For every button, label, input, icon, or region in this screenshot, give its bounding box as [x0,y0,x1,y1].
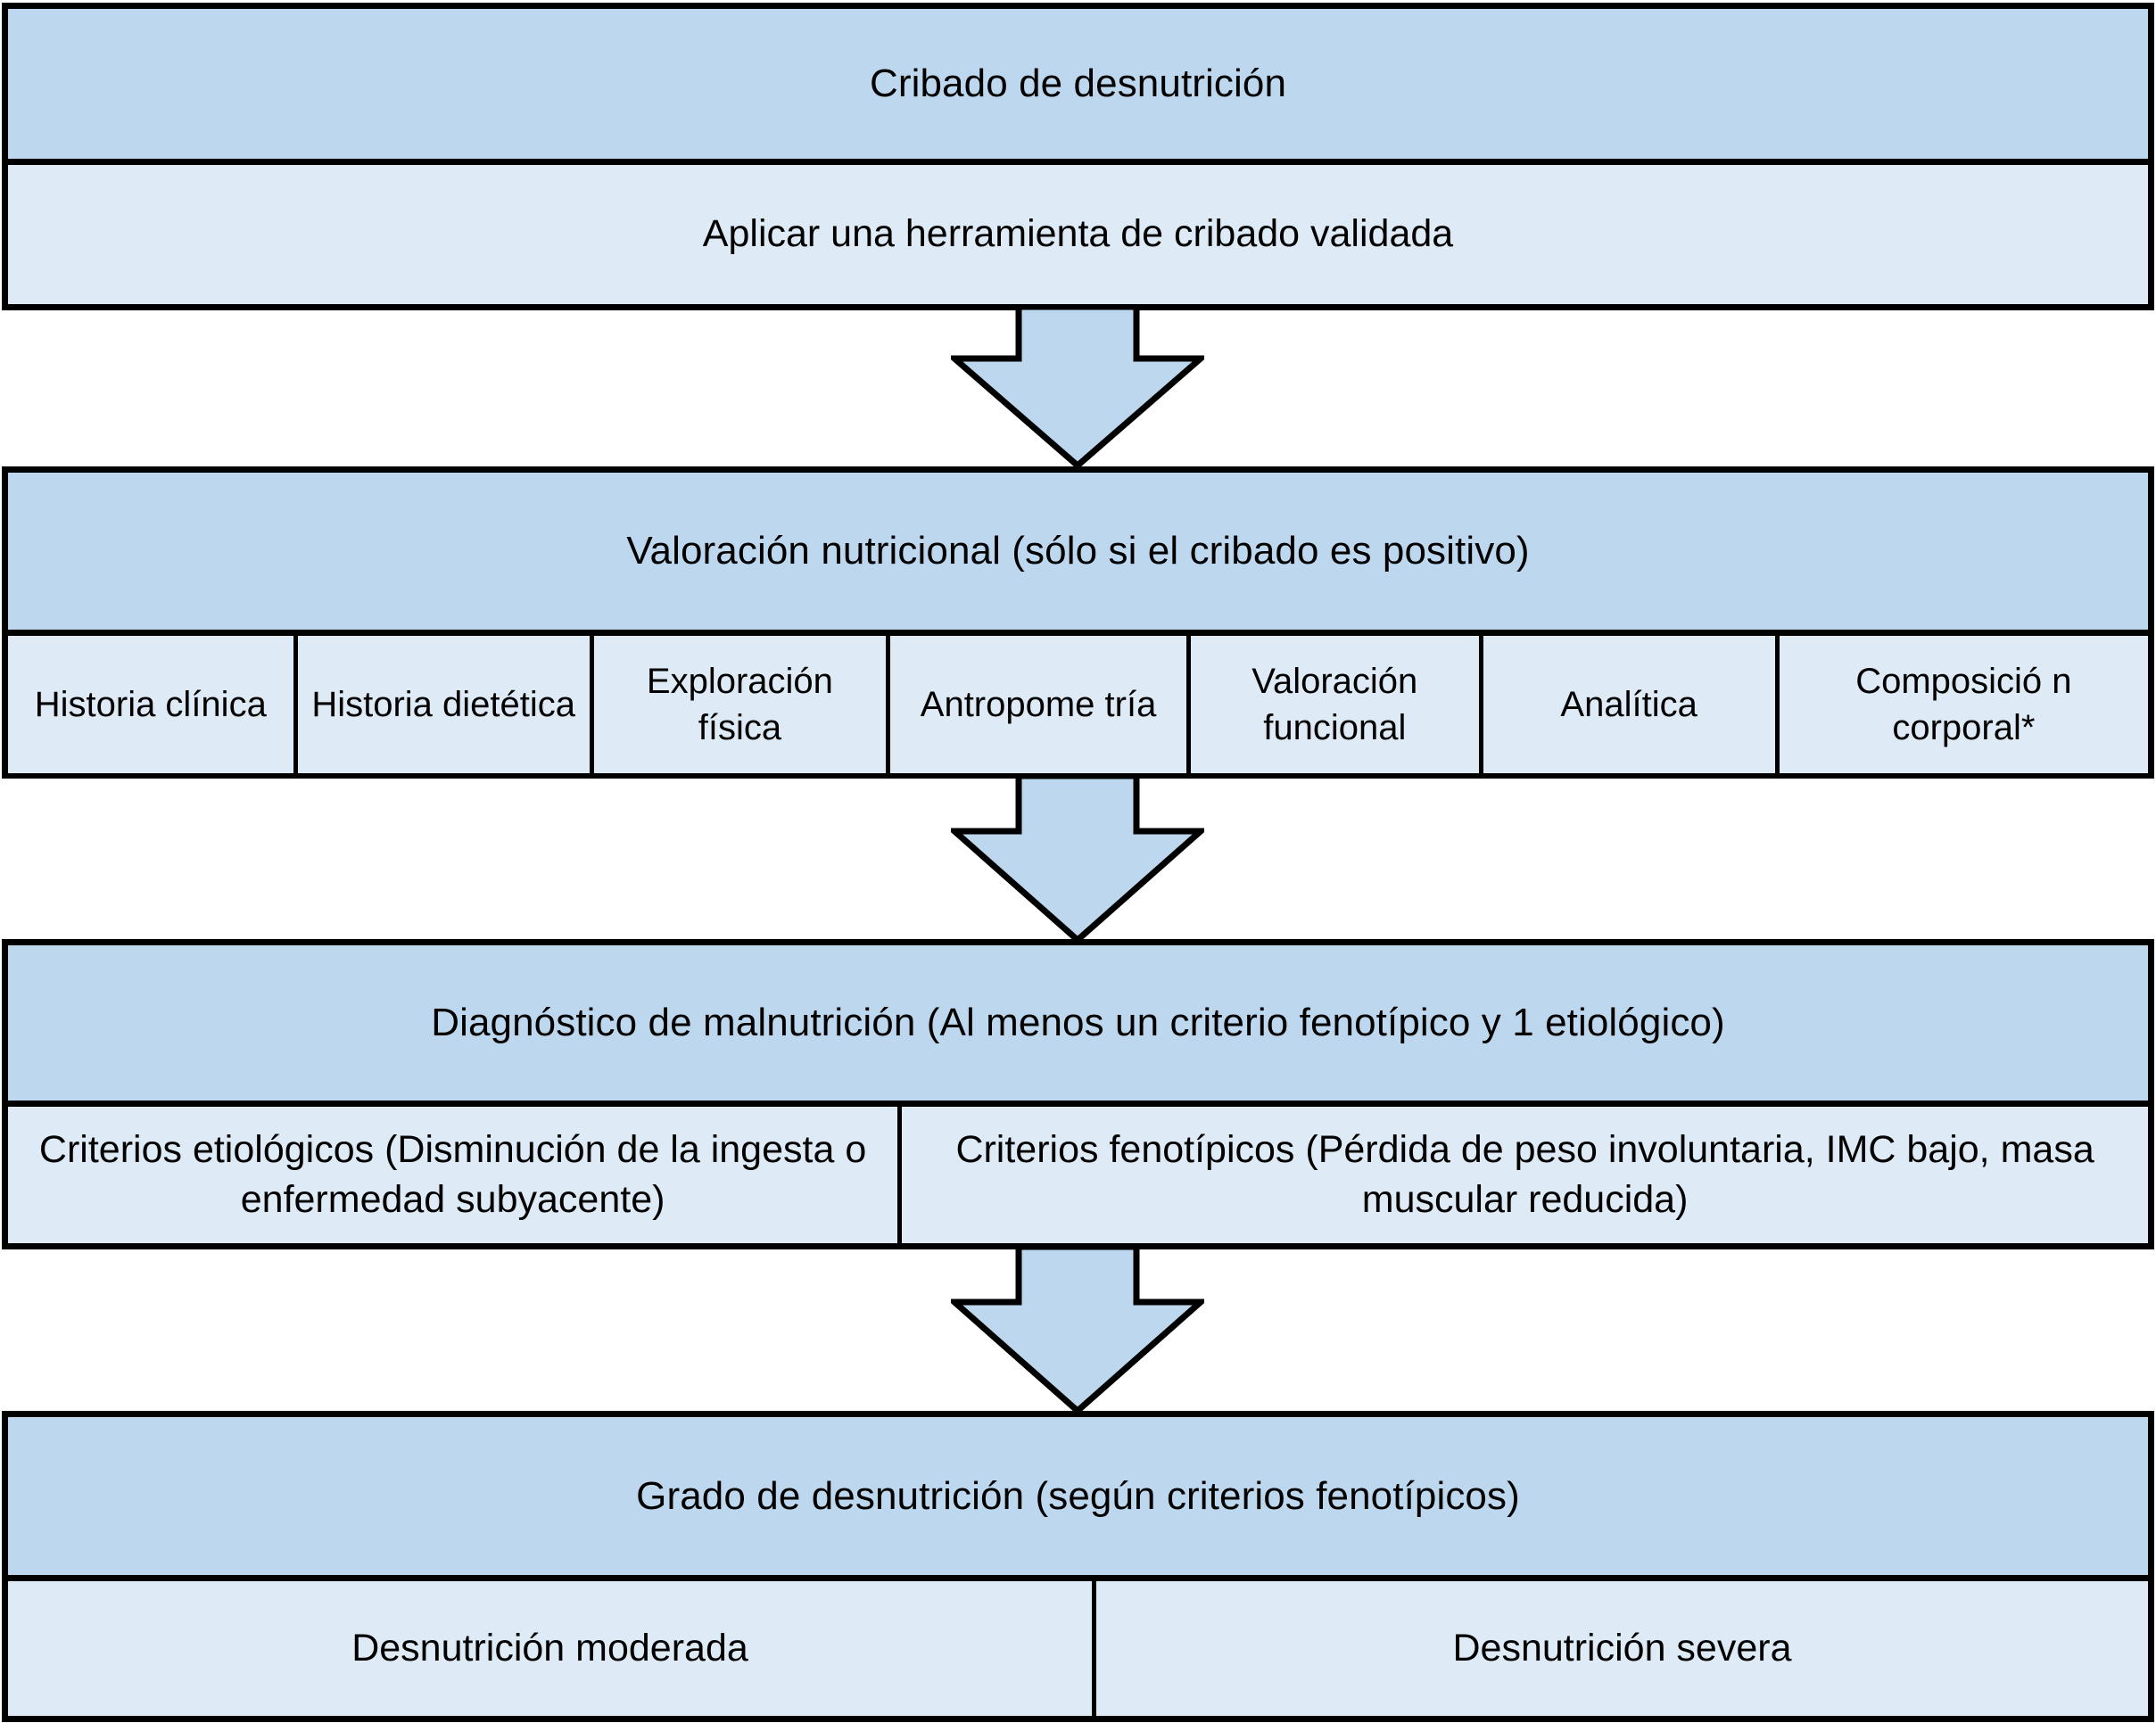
section-grado: Grado de desnutrición (según criterios f… [2,1411,2154,1722]
down-block-arrow-icon [951,776,1204,944]
assessment-cell-label: Exploración física [646,662,833,747]
assessment-cell-antropometria[interactable]: Antropome tría [890,636,1192,773]
grade-cell-severa[interactable]: Desnutrición severa [1096,1581,2148,1716]
assessment-cell-analitica[interactable]: Analítica [1483,636,1780,773]
grade-cell-label: Desnutrición moderada [351,1626,748,1669]
assessment-cell-composicion-corporal[interactable]: Composició n corporal* [1779,636,2148,773]
arrow-cribado-to-valoracion [951,307,1204,469]
assessment-cell-historia-clinica[interactable]: Historia clínica [8,636,298,773]
criteria-cell-etiologicos[interactable]: Criterios etiológicos (Disminución de la… [8,1107,903,1243]
down-block-arrow-icon [951,307,1204,469]
assessment-cell-exploracion-fisica[interactable]: Exploración física [593,636,891,773]
arrow-valoracion-to-diagnostico [951,776,1204,944]
section-diagnostico-title: Diagnóstico de malnutrición (Al menos un… [431,1001,1725,1045]
assessment-cell-label: Historia clínica [34,685,267,724]
section-diagnostico-header: Diagnóstico de malnutrición (Al menos un… [8,945,2148,1107]
section-diagnostico: Diagnóstico de malnutrición (Al menos un… [2,939,2154,1249]
assessment-cell-label: Composició n corporal* [1855,662,2072,747]
section-cribado-title: Cribado de desnutrición [869,62,1287,106]
criteria-cell-label: Criterios etiológicos (Disminución de la… [38,1128,867,1221]
section-cribado-header: Cribado de desnutrición [8,9,2148,165]
section-valoracion-cells: Historia clínica Historia dietética Expl… [8,636,2148,773]
section-valoracion-header: Valoración nutricional (sólo si el criba… [8,473,2148,636]
section-diagnostico-cells: Criterios etiológicos (Disminución de la… [8,1107,2148,1243]
section-cribado-body: Aplicar una herramienta de cribado valid… [8,165,2148,304]
grade-cell-moderada[interactable]: Desnutrición moderada [8,1581,1096,1716]
criteria-cell-fenotipicos[interactable]: Criterios fenotípicos (Pérdida de peso i… [902,1107,2148,1243]
down-block-arrow-icon [951,1247,1204,1414]
assessment-cell-valoracion-funcional[interactable]: Valoración funcional [1191,636,1483,773]
section-cribado: Cribado de desnutrición Aplicar una herr… [2,3,2154,310]
section-grado-cells: Desnutrición moderada Desnutrición sever… [8,1581,2148,1716]
assessment-cell-label: Antropome tría [920,685,1157,724]
section-cribado-body-text: Aplicar una herramienta de cribado valid… [702,212,1454,256]
assessment-cell-label: Analítica [1560,685,1698,724]
section-grado-header: Grado de desnutrición (según criterios f… [8,1417,2148,1581]
section-valoracion: Valoración nutricional (sólo si el criba… [2,466,2154,779]
section-valoracion-title: Valoración nutricional (sólo si el criba… [626,529,1530,573]
assessment-cell-label: Valoración funcional [1251,662,1418,747]
criteria-cell-label: Criterios fenotípicos (Pérdida de peso i… [955,1128,2094,1221]
grade-cell-label: Desnutrición severa [1452,1626,1792,1669]
arrow-diagnostico-to-grado [951,1247,1204,1414]
assessment-cell-label: Historia dietética [311,685,576,724]
assessment-cell-historia-dietetica[interactable]: Historia dietética [297,636,594,773]
section-grado-title: Grado de desnutrición (según criterios f… [636,1473,1520,1518]
